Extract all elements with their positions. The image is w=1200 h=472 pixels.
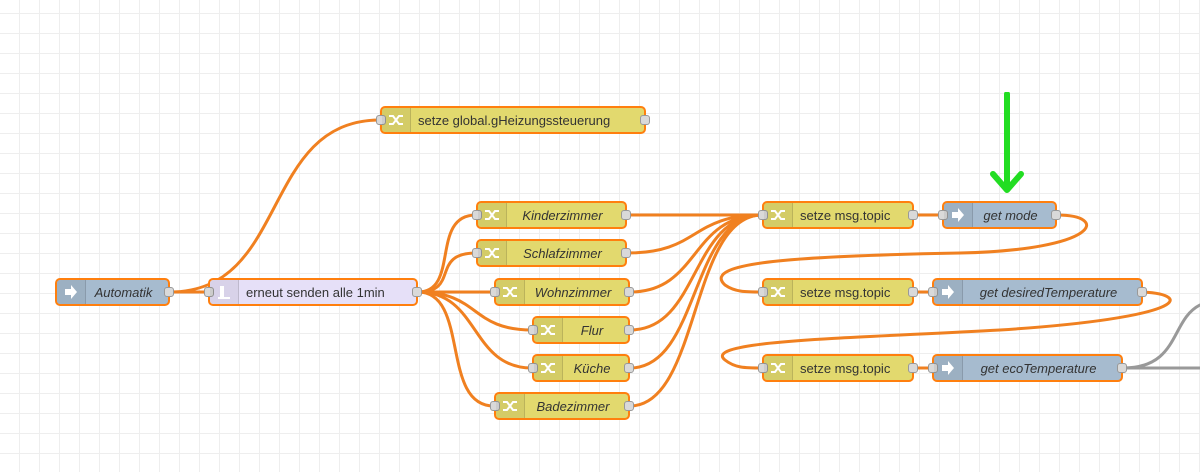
input-port[interactable] bbox=[204, 287, 214, 297]
node-label: Kinderzimmer bbox=[522, 207, 603, 223]
output-port[interactable] bbox=[624, 325, 634, 335]
input-port[interactable] bbox=[490, 287, 500, 297]
change-icon bbox=[764, 203, 793, 227]
output-port[interactable] bbox=[624, 401, 634, 411]
trigger-node[interactable]: erneut senden alle 1min bbox=[204, 278, 422, 306]
node-label: setze msg.topic bbox=[800, 360, 891, 376]
get-eco-temperature-node[interactable]: get ecoTemperature bbox=[928, 354, 1127, 382]
wire[interactable] bbox=[628, 213, 764, 294]
link-in-icon bbox=[934, 356, 963, 380]
wire[interactable] bbox=[168, 118, 382, 294]
wire[interactable] bbox=[1121, 303, 1200, 370]
input-port[interactable] bbox=[528, 325, 538, 335]
wire[interactable] bbox=[721, 290, 1172, 370]
input-port[interactable] bbox=[928, 287, 938, 297]
node-label: setze global.gHeizungssteuerung bbox=[418, 112, 611, 128]
output-port[interactable] bbox=[412, 287, 422, 297]
set-topic-change-node[interactable]: setze msg.topic bbox=[758, 278, 918, 306]
wire[interactable] bbox=[416, 251, 478, 294]
change-icon bbox=[534, 356, 563, 380]
node-label: erneut senden alle 1min bbox=[246, 284, 385, 300]
get-mode-node[interactable]: get mode bbox=[938, 201, 1061, 229]
change-icon bbox=[478, 241, 507, 265]
output-port[interactable] bbox=[1137, 287, 1147, 297]
change-icon bbox=[534, 318, 563, 342]
change-icon bbox=[496, 394, 525, 418]
wire[interactable] bbox=[416, 290, 534, 370]
node-label: Automatik bbox=[94, 284, 153, 300]
set-topic-change-node[interactable]: setze msg.topic bbox=[758, 354, 918, 382]
change-icon bbox=[764, 280, 793, 304]
automatik-inject-node[interactable]: Automatik bbox=[55, 278, 174, 306]
node-label: Badezimmer bbox=[536, 398, 610, 414]
input-port[interactable] bbox=[376, 115, 386, 125]
output-port[interactable] bbox=[624, 363, 634, 373]
output-port[interactable] bbox=[908, 363, 918, 373]
set-topic-change-node[interactable]: setze msg.topic bbox=[758, 201, 918, 229]
input-port[interactable] bbox=[928, 363, 938, 373]
input-port[interactable] bbox=[472, 210, 482, 220]
get-desired-temperature-node[interactable]: get desiredTemperature bbox=[928, 278, 1147, 306]
flur-change-node[interactable]: Flur bbox=[528, 316, 634, 344]
node-label: Flur bbox=[580, 322, 604, 338]
node-label: Küche bbox=[573, 360, 611, 376]
input-port[interactable] bbox=[938, 210, 948, 220]
set-global-change-node[interactable]: setze global.gHeizungssteuerung bbox=[376, 106, 650, 134]
down-arrow-icon bbox=[990, 92, 1024, 193]
change-icon bbox=[478, 203, 507, 227]
node-label: get desiredTemperature bbox=[979, 284, 1118, 300]
input-port[interactable] bbox=[528, 363, 538, 373]
output-port[interactable] bbox=[624, 287, 634, 297]
input-port[interactable] bbox=[490, 401, 500, 411]
node-label: setze msg.topic bbox=[800, 207, 891, 223]
input-port[interactable] bbox=[758, 210, 768, 220]
node-label: get ecoTemperature bbox=[980, 360, 1097, 376]
output-port[interactable] bbox=[908, 210, 918, 220]
badezimmer-change-node[interactable]: Badezimmer bbox=[490, 392, 634, 420]
inject-icon bbox=[57, 280, 86, 304]
input-port[interactable] bbox=[472, 248, 482, 258]
kinderzimmer-change-node[interactable]: Kinderzimmer bbox=[472, 201, 631, 229]
output-port[interactable] bbox=[1117, 363, 1127, 373]
node-label: Wohnzimmer bbox=[534, 284, 612, 300]
output-port[interactable] bbox=[908, 287, 918, 297]
wire[interactable] bbox=[416, 290, 496, 408]
change-icon bbox=[496, 280, 525, 304]
wire[interactable] bbox=[416, 213, 478, 294]
change-icon bbox=[764, 356, 793, 380]
wire[interactable] bbox=[719, 213, 1089, 294]
link-in-icon bbox=[934, 280, 963, 304]
output-port[interactable] bbox=[621, 210, 631, 220]
output-port[interactable] bbox=[1051, 210, 1061, 220]
wohnzimmer-change-node[interactable]: Wohnzimmer bbox=[490, 278, 634, 306]
node-label: Schlafzimmer bbox=[523, 245, 602, 261]
schlafzimmer-change-node[interactable]: Schlafzimmer bbox=[472, 239, 631, 267]
kueche-change-node[interactable]: Küche bbox=[528, 354, 634, 382]
input-port[interactable] bbox=[758, 363, 768, 373]
trigger-icon bbox=[210, 280, 239, 304]
output-port[interactable] bbox=[640, 115, 650, 125]
output-port[interactable] bbox=[621, 248, 631, 258]
output-port[interactable] bbox=[164, 287, 174, 297]
wire[interactable] bbox=[628, 213, 764, 408]
input-port[interactable] bbox=[758, 287, 768, 297]
node-label: setze msg.topic bbox=[800, 284, 891, 300]
change-icon bbox=[382, 108, 411, 132]
link-in-icon bbox=[944, 203, 973, 227]
node-label: get mode bbox=[983, 207, 1038, 223]
